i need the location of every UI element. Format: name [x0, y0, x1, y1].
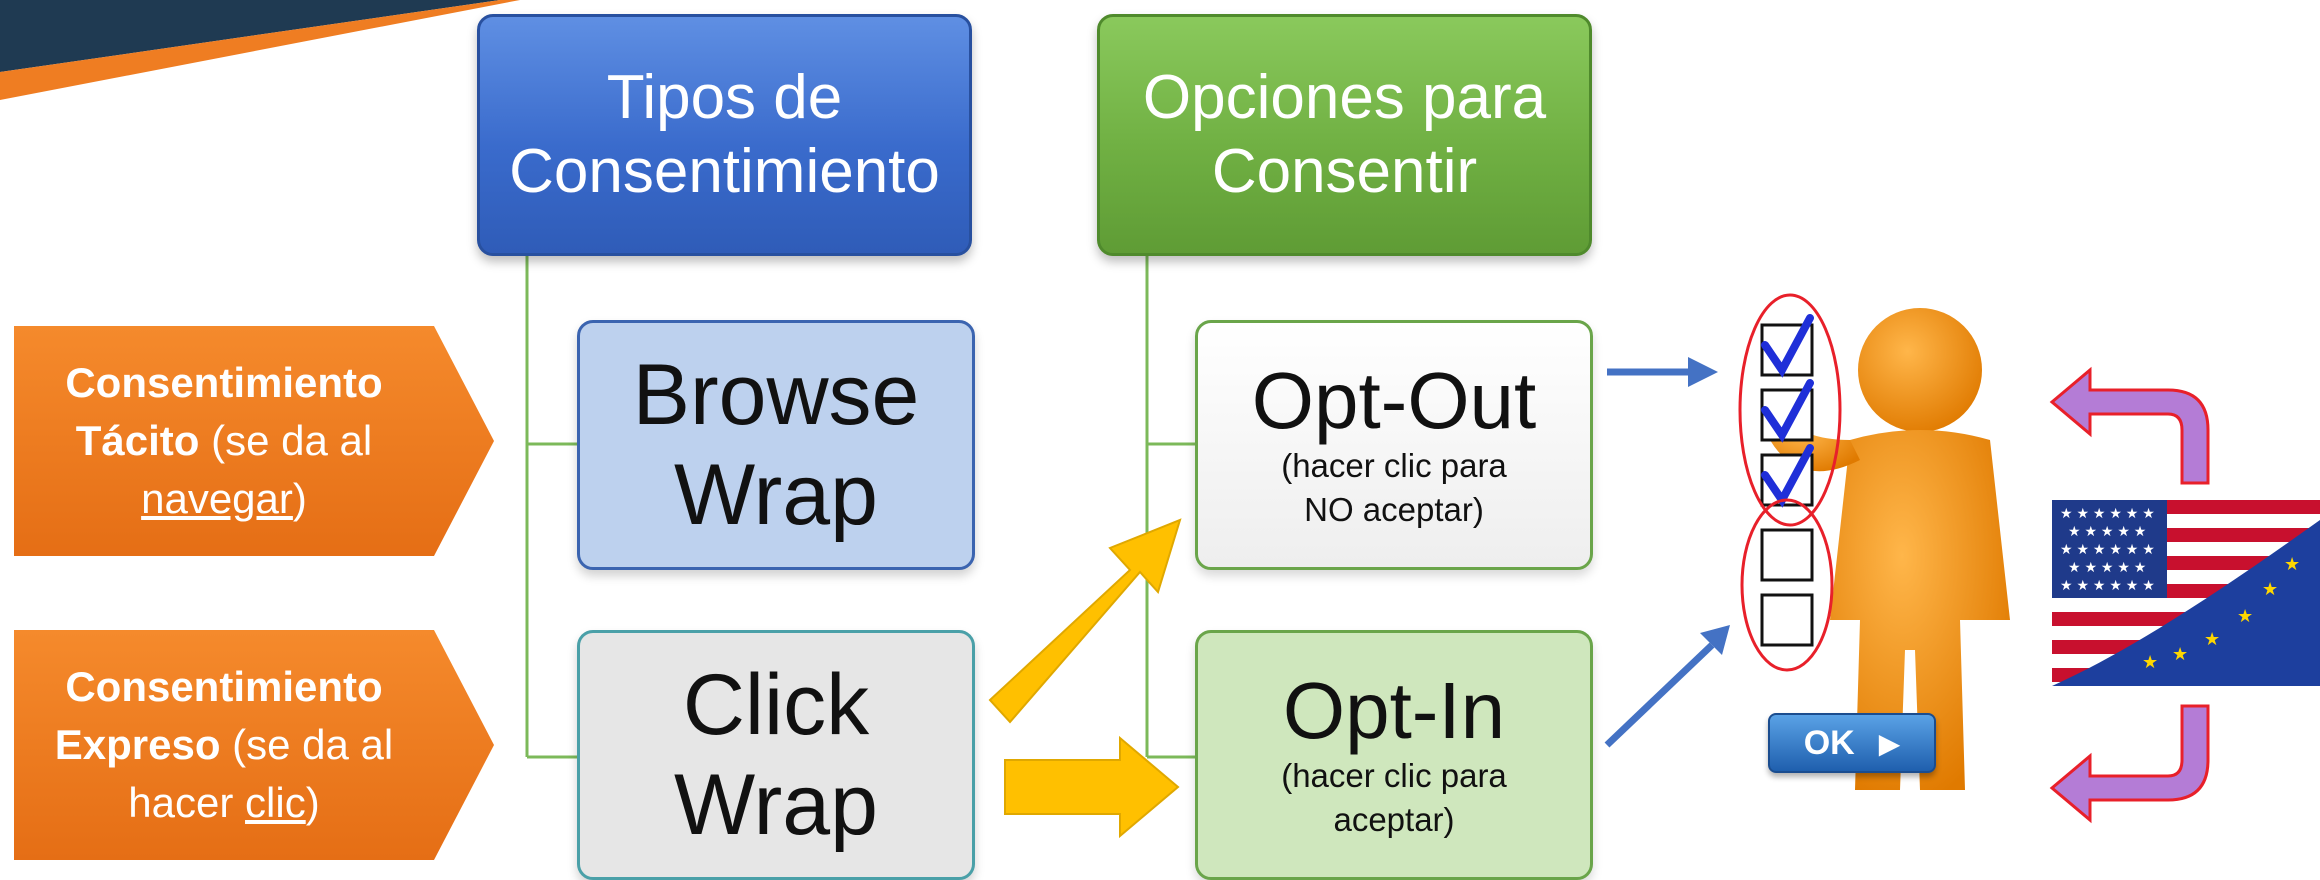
svg-text:★ ★ ★ ★ ★ ★: ★ ★ ★ ★ ★ ★ [2060, 577, 2155, 593]
opt-in-sub2: aceptar) [1333, 801, 1455, 838]
opt-out-title: Opt-Out [1251, 356, 1537, 445]
pentagon-arrow-shape [14, 630, 494, 860]
yellow-diagonal-arrow [988, 518, 1182, 724]
consent-expreso: Consentimiento Expreso (se da al hacer c… [14, 630, 494, 860]
expreso-bold: Expreso [54, 721, 221, 768]
opt-out-sub1: (hacer clic para [1281, 447, 1507, 484]
blue-right-arrow [1688, 357, 1718, 387]
svg-text:★: ★ [2237, 606, 2253, 626]
opt-in-sub1: (hacer clic para [1281, 757, 1507, 794]
corner-banner [0, 0, 520, 100]
opt-out-sub2: NO aceptar) [1304, 491, 1484, 528]
purple-return-arrow-bottom [2049, 704, 2210, 824]
expreso-rest: (se da al [220, 721, 394, 768]
types-header-line1: Tipos de [606, 63, 843, 132]
browse-wrap-line1: Browse [632, 347, 920, 443]
types-header: Tipos de Consentimiento [477, 14, 972, 256]
expreso-clic: clic [245, 779, 306, 826]
options-header: Opciones para Consentir [1097, 14, 1592, 256]
expreso-line1: Consentimiento [65, 663, 383, 710]
svg-text:★: ★ [2142, 652, 2158, 672]
options-header-line2: Consentir [1211, 137, 1478, 206]
click-wrap-line2: Wrap [674, 757, 878, 853]
tacito-line1: Consentimiento [65, 359, 383, 406]
ok-button[interactable]: OK ▶ [1768, 713, 1936, 773]
checkmark-icon [1761, 314, 1814, 378]
browse-wrap-line2: Wrap [674, 447, 878, 543]
ok-label: OK [1803, 723, 1855, 762]
click-wrap-box: Click Wrap [577, 630, 975, 880]
svg-text:★: ★ [2262, 579, 2278, 599]
expreso-close: ) [305, 779, 320, 826]
svg-text:★: ★ [2284, 554, 2300, 574]
browse-wrap-box: Browse Wrap [577, 320, 975, 570]
tacito-navegar: navegar [141, 475, 293, 522]
play-icon: ▶ [1878, 727, 1901, 759]
consent-tacito: Consentimiento Tácito (se da al navegar) [14, 326, 494, 556]
svg-text:★: ★ [2172, 644, 2188, 664]
purple-return-arrow-top [2049, 366, 2210, 485]
opt-in-title: Opt-In [1282, 666, 1506, 755]
types-header-line2: Consentimiento [509, 137, 940, 206]
svg-text:★ ★ ★ ★ ★: ★ ★ ★ ★ ★ [2068, 523, 2146, 539]
click-wrap-line1: Click [682, 657, 870, 753]
tacito-close: ) [292, 475, 307, 522]
svg-text:★ ★ ★ ★ ★: ★ ★ ★ ★ ★ [2068, 559, 2146, 575]
figure-with-checklist [1738, 293, 2010, 790]
pentagon-arrow-shape [14, 326, 494, 556]
tacito-rest: (se da al [199, 417, 373, 464]
tacito-bold: Tácito [75, 417, 200, 464]
us-eu-flag: ★ ★ ★ ★ ★ ★ ★ ★ ★ ★ ★ ★ ★ ★ ★ ★ ★ ★ ★ ★ … [2052, 500, 2320, 686]
svg-text:★ ★ ★ ★ ★ ★: ★ ★ ★ ★ ★ ★ [2060, 541, 2155, 557]
opt-out-box: Opt-Out (hacer clic para NO aceptar) [1195, 320, 1593, 570]
blue-diagonal-arrow [1700, 625, 1730, 655]
options-header-line1: Opciones para [1142, 63, 1547, 132]
yellow-right-arrow [1004, 735, 1180, 839]
expreso-pre: hacer [128, 779, 246, 826]
opt-in-box: Opt-In (hacer clic para aceptar) [1195, 630, 1593, 880]
svg-text:★: ★ [2204, 629, 2220, 649]
svg-text:★ ★ ★ ★ ★ ★: ★ ★ ★ ★ ★ ★ [2060, 505, 2155, 521]
